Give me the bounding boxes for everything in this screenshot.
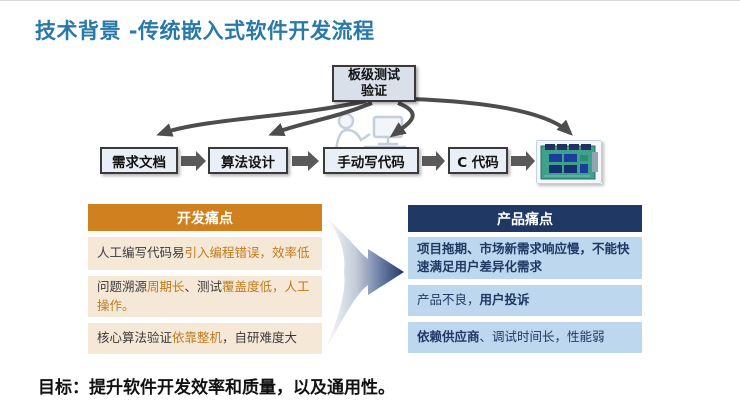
flow-arrow-3 bbox=[422, 151, 445, 171]
flow-step-manual-coding: 手动写代码 bbox=[323, 147, 419, 174]
feedback-arrow-to-requirements bbox=[156, 99, 367, 137]
product-pain-row-3-seg-2: 、调试时间长，性能弱 bbox=[479, 329, 605, 345]
product-pain-row-3: 依赖供应商、调试时间长，性能弱 bbox=[408, 322, 642, 353]
board-test-box-line2: 验证 bbox=[360, 83, 387, 99]
product-pain-row-3-seg-1: 依赖供应商 bbox=[417, 329, 480, 345]
dev-pain-row-2: 问题溯源周期长、测试覆盖度低，人工操作。 bbox=[88, 276, 322, 317]
product-pain-row-2: 产品不良，用户投诉 bbox=[408, 285, 642, 316]
product-pain-row-1: 项目拖期、市场新需求响应慢，不能快速满足用户差异化需求 bbox=[408, 237, 642, 279]
flow-arrows bbox=[181, 151, 535, 171]
product-pain-row-2-seg-2: 用户投诉 bbox=[479, 292, 530, 308]
feedback-arrow-to-coding bbox=[389, 101, 415, 138]
flow-step-algorithm: 算法设计 bbox=[208, 147, 288, 174]
page-title: 技术背景 -传统嵌入式软件开发流程 bbox=[35, 19, 375, 43]
feedback-arrow-to-board bbox=[411, 97, 573, 136]
dev-pain-row-1-seg-1: 人工编写代码易 bbox=[97, 245, 185, 261]
dev-pain-row-2-seg-1: 问题溯源 bbox=[97, 279, 148, 295]
dev-pain-row-1-seg-2: 引入编程错误，效率低 bbox=[184, 245, 310, 261]
feedback-arrow-to-algorithm bbox=[268, 101, 373, 137]
flow-step-requirements: 需求文档 bbox=[100, 147, 178, 174]
product-pain-header: 产品痛点 bbox=[408, 205, 642, 232]
transition-swoosh-arrow bbox=[324, 215, 404, 353]
dev-pain-row-3-seg-2: 依靠整机 bbox=[172, 330, 223, 346]
flow-arrow-1 bbox=[181, 151, 206, 171]
flow-step-c-code: C 代码 bbox=[448, 147, 508, 174]
product-pain-row-1-seg-1: 项目拖期、市场新需求响应慢，不能快速满足用户差异化需求 bbox=[417, 240, 630, 274]
dev-pain-row-3: 核心算法验证依靠整机，自研难度大 bbox=[88, 323, 322, 354]
flow-arrow-2 bbox=[292, 151, 319, 171]
dev-pain-row-2-seg-4: 覆盖度低，人工操作。 bbox=[97, 279, 310, 313]
dev-pain-row-3-seg-3: ，自研难度大 bbox=[222, 330, 298, 346]
flow-arrow-4 bbox=[511, 151, 535, 171]
dev-pain-row-2-seg-2: 周期长 bbox=[147, 279, 185, 295]
board-test-box-line1: 板级测试 bbox=[347, 67, 400, 83]
circuit-board-image bbox=[536, 140, 602, 184]
dev-pain-row-1: 人工编写代码易引入编程错误，效率低 bbox=[88, 237, 322, 270]
dev-pain-row-2-seg-3: 、测试 bbox=[184, 279, 223, 295]
product-pain-row-2-seg-1: 产品不良， bbox=[417, 292, 480, 308]
dev-pain-row-3-seg-1: 核心算法验证 bbox=[97, 330, 173, 346]
board-test-box: 板级测试 验证 bbox=[332, 65, 416, 102]
dev-pain-header: 开发痛点 bbox=[88, 204, 322, 231]
goal-text: 目标：提升软件开发效率和质量，以及通用性。 bbox=[38, 378, 395, 398]
feedback-arrows bbox=[156, 97, 573, 138]
